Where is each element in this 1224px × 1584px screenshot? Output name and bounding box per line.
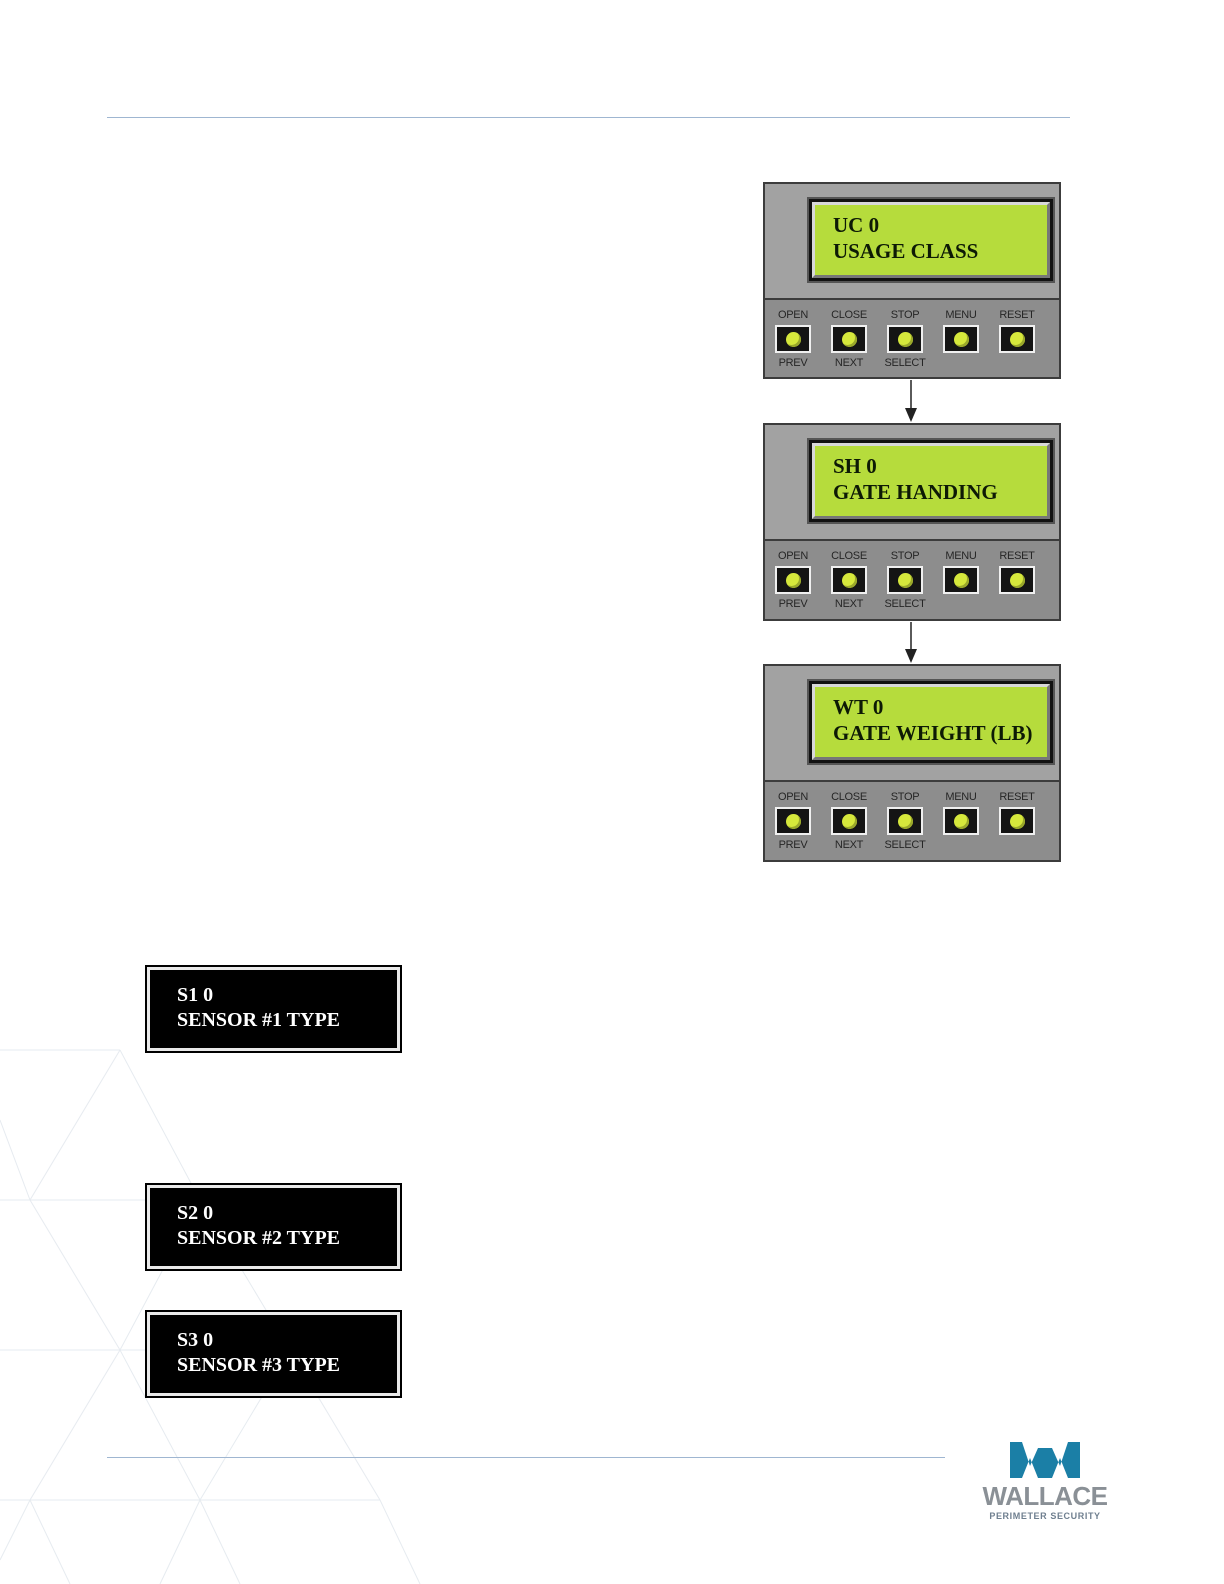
open-button[interactable]	[775, 566, 811, 594]
lcd-frame: SH 0 GATE HANDING	[807, 438, 1055, 524]
button-group-open: OPEN PREV	[767, 308, 819, 370]
button-group-reset: RESET	[991, 790, 1043, 852]
button-group-close: CLOSE NEXT	[823, 790, 875, 852]
lcd-line-1: SH 0	[833, 453, 1047, 479]
sensor-2-display: S2 0 SENSOR #2 TYPE	[145, 1183, 402, 1271]
wallace-w-logo-icon	[1008, 1438, 1082, 1480]
menu-button[interactable]	[943, 566, 979, 594]
open-button[interactable]	[775, 325, 811, 353]
reset-button[interactable]	[999, 325, 1035, 353]
stop-button[interactable]	[887, 566, 923, 594]
button-bottom-label: SELECT	[879, 597, 931, 611]
lcd-screen: UC 0 USAGE CLASS	[812, 202, 1050, 278]
stop-button[interactable]	[887, 325, 923, 353]
lcd-line-2: GATE HANDING	[833, 479, 1047, 505]
button-top-label: MENU	[935, 790, 987, 804]
button-bottom-label: NEXT	[823, 356, 875, 370]
sensor-1-display: S1 0 SENSOR #1 TYPE	[145, 965, 402, 1053]
sensor-display-line-1: S3 0	[177, 1328, 400, 1353]
button-top-label: CLOSE	[823, 790, 875, 804]
button-group-open: OPEN PREV	[767, 549, 819, 611]
sensor-display-line-1: S2 0	[177, 1201, 400, 1226]
button-bottom-label	[991, 597, 1043, 611]
sensor-display-line-2: SENSOR #3 TYPE	[177, 1353, 400, 1378]
button-group-open: OPEN PREV	[767, 790, 819, 852]
lcd-line-2: USAGE CLASS	[833, 238, 1047, 264]
button-top-label: STOP	[879, 549, 931, 563]
lcd-line-1: WT 0	[833, 694, 1047, 720]
button-group-stop: STOP SELECT	[879, 790, 931, 852]
lcd-housing: WT 0 GATE WEIGHT (LB)	[765, 666, 1059, 782]
button-group-close: CLOSE NEXT	[823, 308, 875, 370]
button-group-menu: MENU	[935, 549, 987, 611]
button-bottom-label: NEXT	[823, 838, 875, 852]
button-top-label: RESET	[991, 308, 1043, 322]
button-bottom-label: PREV	[767, 356, 819, 370]
button-row: OPEN PREV CLOSE NEXT STOP SELECT MENU RE…	[765, 782, 1059, 860]
wallace-logo: WALLACE PERIMETER SECURITY	[978, 1438, 1112, 1522]
open-button[interactable]	[775, 807, 811, 835]
sensor-3-display: S3 0 SENSOR #3 TYPE	[145, 1310, 402, 1398]
sensor-display-line-1: S1 0	[177, 983, 400, 1008]
lcd-frame: UC 0 USAGE CLASS	[807, 197, 1055, 283]
lcd-line-1: UC 0	[833, 212, 1047, 238]
reset-button[interactable]	[999, 807, 1035, 835]
down-arrow-icon	[904, 380, 918, 422]
button-top-label: RESET	[991, 549, 1043, 563]
header-rule	[107, 117, 1070, 118]
lcd-line-2: GATE WEIGHT (LB)	[833, 720, 1047, 746]
controller-panel-usage-class: UC 0 USAGE CLASS OPEN PREV CLOSE NEXT ST…	[763, 182, 1061, 379]
button-bottom-label	[935, 597, 987, 611]
button-top-label: OPEN	[767, 790, 819, 804]
button-top-label: MENU	[935, 308, 987, 322]
lcd-screen: SH 0 GATE HANDING	[812, 443, 1050, 519]
button-bottom-label: PREV	[767, 597, 819, 611]
button-group-stop: STOP SELECT	[879, 549, 931, 611]
button-row: OPEN PREV CLOSE NEXT STOP SELECT MENU RE…	[765, 541, 1059, 619]
button-top-label: OPEN	[767, 549, 819, 563]
button-group-close: CLOSE NEXT	[823, 549, 875, 611]
button-bottom-label: SELECT	[879, 356, 931, 370]
lcd-screen: WT 0 GATE WEIGHT (LB)	[812, 684, 1050, 760]
button-group-stop: STOP SELECT	[879, 308, 931, 370]
controller-panel-gate-handing: SH 0 GATE HANDING OPEN PREV CLOSE NEXT S…	[763, 423, 1061, 621]
close-button[interactable]	[831, 325, 867, 353]
reset-button[interactable]	[999, 566, 1035, 594]
footer-rule	[107, 1457, 945, 1458]
lcd-frame: WT 0 GATE WEIGHT (LB)	[807, 679, 1055, 765]
button-bottom-label: PREV	[767, 838, 819, 852]
button-bottom-label	[935, 356, 987, 370]
lcd-housing: SH 0 GATE HANDING	[765, 425, 1059, 541]
button-top-label: STOP	[879, 308, 931, 322]
close-button[interactable]	[831, 566, 867, 594]
logo-tagline: PERIMETER SECURITY	[978, 1510, 1112, 1522]
sensor-display-line-2: SENSOR #2 TYPE	[177, 1226, 400, 1251]
button-group-menu: MENU	[935, 790, 987, 852]
sensor-display-line-2: SENSOR #1 TYPE	[177, 1008, 400, 1033]
button-bottom-label	[991, 838, 1043, 852]
button-top-label: RESET	[991, 790, 1043, 804]
button-bottom-label: SELECT	[879, 838, 931, 852]
button-row: OPEN PREV CLOSE NEXT STOP SELECT MENU RE…	[765, 300, 1059, 378]
button-bottom-label	[991, 356, 1043, 370]
logo-wordmark: WALLACE	[978, 1482, 1112, 1510]
button-group-reset: RESET	[991, 308, 1043, 370]
button-bottom-label: NEXT	[823, 597, 875, 611]
menu-button[interactable]	[943, 807, 979, 835]
button-top-label: MENU	[935, 549, 987, 563]
button-bottom-label	[935, 838, 987, 852]
button-top-label: CLOSE	[823, 549, 875, 563]
close-button[interactable]	[831, 807, 867, 835]
button-top-label: CLOSE	[823, 308, 875, 322]
stop-button[interactable]	[887, 807, 923, 835]
lcd-housing: UC 0 USAGE CLASS	[765, 184, 1059, 300]
button-group-menu: MENU	[935, 308, 987, 370]
button-top-label: STOP	[879, 790, 931, 804]
controller-panel-gate-weight: WT 0 GATE WEIGHT (LB) OPEN PREV CLOSE NE…	[763, 664, 1061, 862]
button-top-label: OPEN	[767, 308, 819, 322]
menu-button[interactable]	[943, 325, 979, 353]
down-arrow-icon	[904, 622, 918, 663]
button-group-reset: RESET	[991, 549, 1043, 611]
